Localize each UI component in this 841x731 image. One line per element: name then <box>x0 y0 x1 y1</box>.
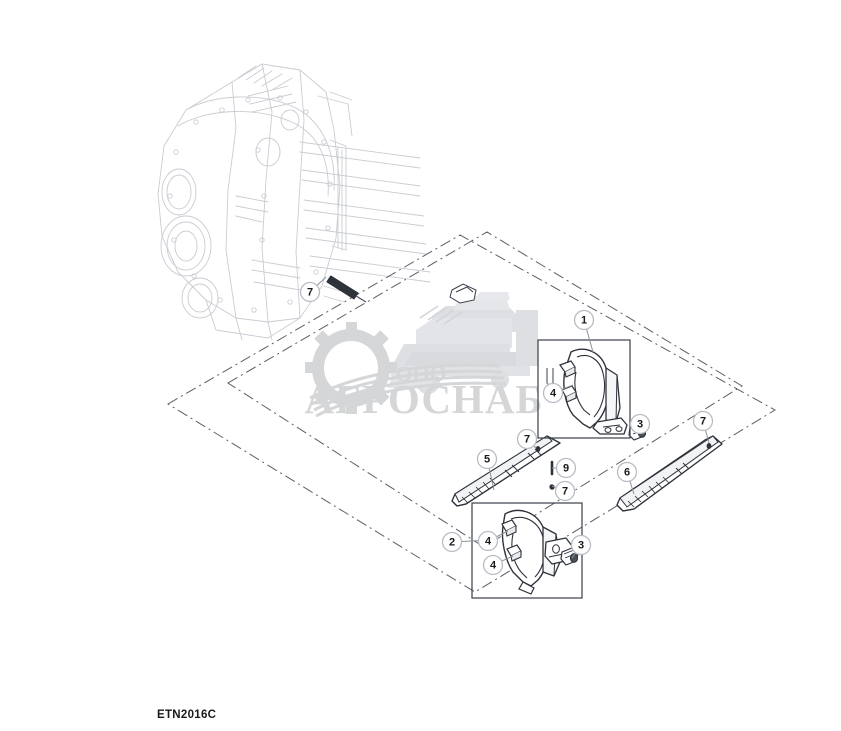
callout-bubble[interactable] <box>476 448 498 470</box>
shift-link-bracket <box>449 283 477 304</box>
callout-bubble[interactable] <box>482 554 504 576</box>
callout-label: 6 <box>624 467 630 479</box>
callout-7-pin-housing[interactable]: 7 <box>299 276 327 303</box>
watermark-line2: АГРОСНАБ <box>304 376 543 422</box>
spring-pin-rail-left-lower <box>549 484 555 490</box>
callout-1-shift-fork-upper[interactable]: 1 <box>573 309 595 353</box>
watermark-line1: ООО <box>395 361 446 386</box>
callout-4-pin-upper[interactable]: 4 <box>542 382 574 404</box>
callout-bubble[interactable] <box>629 413 651 435</box>
callout-5-shift-rail-left[interactable]: 5 <box>476 448 498 491</box>
detail-box-upper-fork <box>537 339 631 439</box>
callout-7-pin-rail-left-top[interactable]: 7 <box>516 428 538 450</box>
callout-bubble[interactable] <box>516 428 538 450</box>
figure-caption: ETN2016C <box>157 709 217 721</box>
road-swoosh-icon <box>309 363 507 418</box>
callout-leader-line <box>551 485 557 489</box>
callout-leader-line <box>571 552 577 559</box>
callout-leader-line <box>629 480 635 495</box>
spring-pin-housing <box>326 275 367 303</box>
callout-label: 2 <box>449 537 455 549</box>
callout-label: 3 <box>578 540 584 552</box>
callout-7-pin-rail-right[interactable]: 7 <box>692 410 714 444</box>
callout-bubble[interactable] <box>299 281 321 303</box>
callout-bubble[interactable] <box>692 410 714 432</box>
callout-label: 7 <box>562 486 568 498</box>
callout-9-detent-ball[interactable]: 9 <box>552 457 577 479</box>
callout-label: 4 <box>550 388 557 400</box>
callout-label: 5 <box>484 454 490 466</box>
callout-leader-line <box>501 555 514 562</box>
callout-4-pin-lower-b[interactable]: 4 <box>482 554 514 576</box>
shift-fork-lower <box>501 509 573 595</box>
callout-leader-line <box>488 468 495 491</box>
callout-bubble[interactable] <box>477 530 499 552</box>
callout-bubble[interactable] <box>554 480 576 502</box>
callout-bubble[interactable] <box>573 309 595 331</box>
callout-leader-line <box>496 530 509 538</box>
callout-label: 7 <box>524 434 530 446</box>
phantom-frame-outer <box>167 234 776 593</box>
callout-leader-line <box>705 430 710 444</box>
callout-7-pin-rail-left-bottom[interactable]: 7 <box>551 480 576 502</box>
callout-leader-line <box>316 276 327 286</box>
callout-bubble[interactable] <box>570 534 592 556</box>
callout-label: 1 <box>581 315 587 327</box>
callout-label: 7 <box>307 287 313 299</box>
callout-leader-line <box>586 329 594 353</box>
callout-bubble[interactable] <box>616 461 638 483</box>
callout-3-bolt-upper[interactable]: 3 <box>629 413 651 435</box>
callout-3-bolt-lower[interactable]: 3 <box>570 534 592 559</box>
callout-6-shift-rail-right[interactable]: 6 <box>616 461 638 495</box>
shift-rail-left <box>451 435 561 507</box>
callout-bubble[interactable] <box>555 457 577 479</box>
callout-label: 4 <box>485 536 492 548</box>
shift-rail-right <box>616 435 723 512</box>
callout-label: 4 <box>490 560 497 572</box>
callout-label: 7 <box>700 416 706 428</box>
shift-fork-upper <box>546 348 628 435</box>
callout-bubble[interactable] <box>542 382 564 404</box>
callout-leader-line <box>561 384 574 390</box>
callout-label: 3 <box>637 419 643 431</box>
callout-label: 9 <box>563 463 569 475</box>
phantom-frame-inner <box>227 231 743 548</box>
callout-4-pin-lower-a[interactable]: 4 <box>477 530 509 552</box>
callout-bubble[interactable] <box>441 531 463 553</box>
